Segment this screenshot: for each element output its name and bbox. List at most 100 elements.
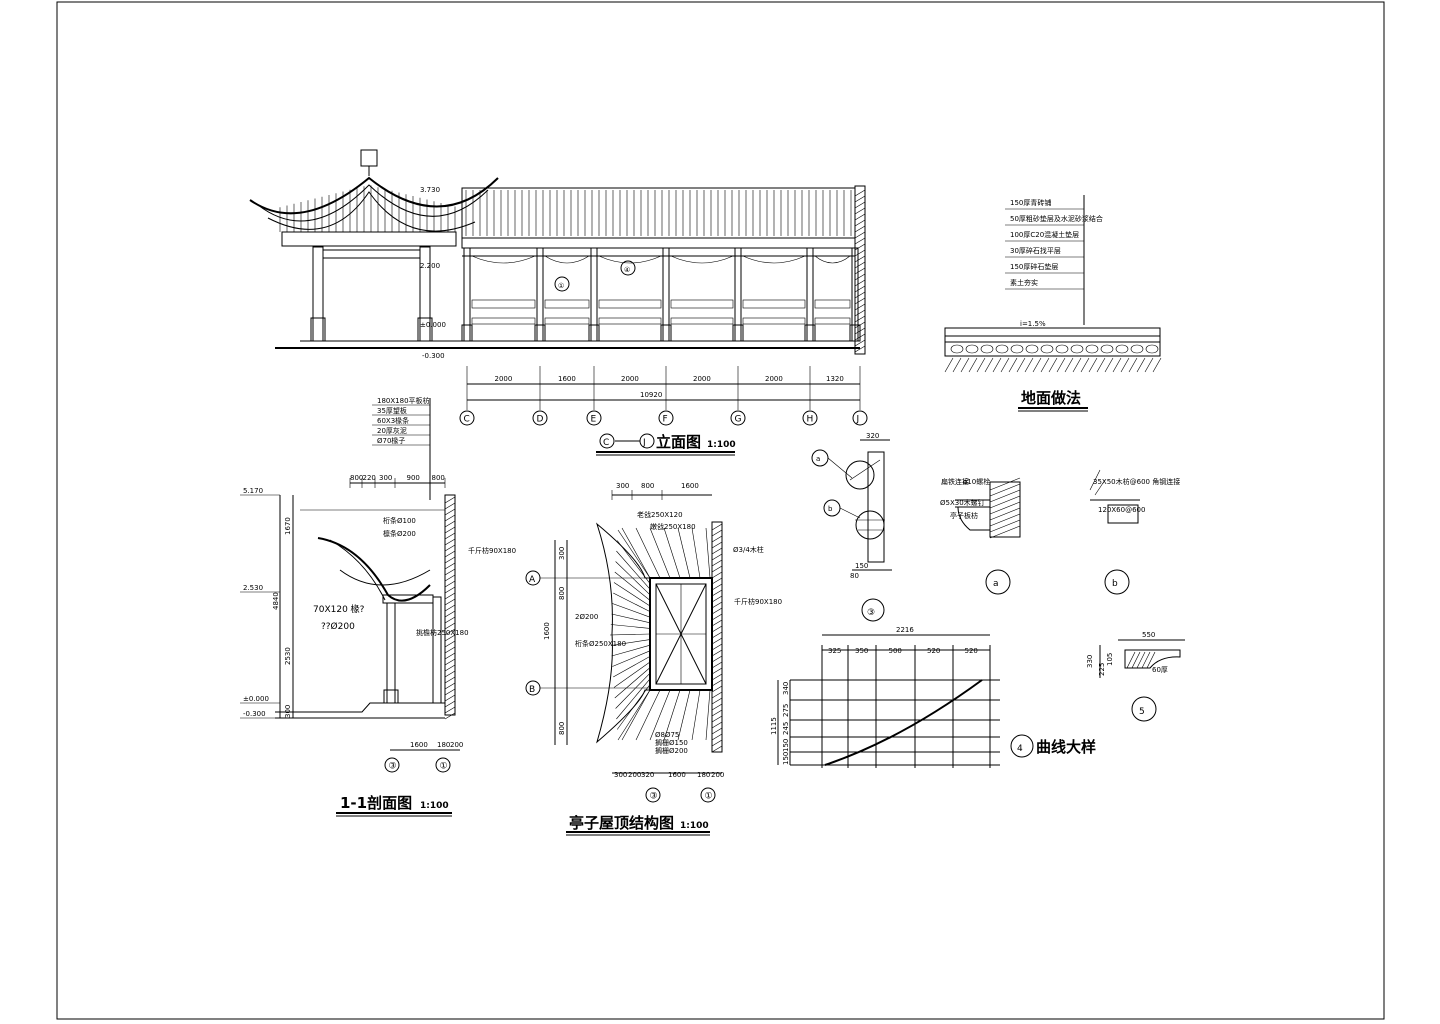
elev-level-top: 3.730 [420,186,440,194]
roof-label-5: 桁条Ø250X180 [575,639,626,648]
section-note-4: Ø70椽子 [377,436,405,445]
section-vdim-1: 2530 [284,647,292,665]
d3-callout-a: a [816,455,820,463]
section-top-dim-2: 300 [379,474,392,482]
section-top-dim-1: 220 [363,474,376,482]
floor-layer-0: 150厚青砖铺 [1010,198,1051,207]
section-note-1: 35厚望板 [377,406,407,415]
curve-line [824,679,983,766]
d5-dim-h: 330 [1086,655,1094,668]
elev-title-from: C [603,438,609,448]
section-level-3: -0.300 [243,710,266,718]
roof-label-0: 老戗250X120 [637,510,683,519]
section-note-3: 20厚灰泥 [377,426,407,435]
roof-title: 亭子屋顶结构图 [569,814,674,832]
elev-dim-2: 2000 [621,375,639,383]
roof-label-6: Ø8Ø75 [655,731,679,739]
section-note-2: 60X3椽条 [377,416,409,425]
d5-note: 60厚 [1152,666,1168,674]
curve-number: 4 [1017,744,1023,754]
section-vdim-2: 4840 [272,592,280,610]
curve-seg-1: 350 [855,647,868,655]
detail-3: 320 a b 150 80 ③ [811,432,892,622]
section-level-0: 5.170 [243,487,263,495]
d3-dim-2: 80 [850,572,859,580]
roof-grid-3: ③ [650,792,658,802]
roof-label-8: 搁栅Ø200 [655,746,688,755]
curve-seg-3: 520 [927,647,940,655]
curve-vdim-2: 275 [782,704,790,717]
d3-dim-1: 150 [855,562,868,570]
section-bottom-dim-1: 180 [437,741,450,749]
roof-bottom-dim-2: 320 [641,771,654,779]
detail-a-label: a [993,579,999,589]
roof-vdim-3: 800 [558,722,566,735]
roof-scale: 1:100 [680,821,709,831]
roof-bottom-dim-5: 200 [711,771,724,779]
elev-grid-c: C [464,415,470,425]
elev-grid-j: J [856,415,860,425]
section-level-1: 2.530 [243,584,263,592]
roof-bottom-dim-1: 200 [628,771,641,779]
floor-layer-2: 100厚C20混凝土垫层 [1010,230,1079,239]
roof-grid-1: ① [705,792,713,802]
elev-level-eave: 2.200 [420,262,440,270]
roof-bottom-dim-3: 1600 [668,771,686,779]
elev-grid-g: G [735,415,742,425]
section-label-3: 70X120 椽? [313,603,365,615]
section-vdim-3: 300 [284,705,292,718]
elev-dim-3: 2000 [693,375,711,383]
curve-vdim-total: 1115 [770,717,778,735]
elev-dim-1: 1600 [558,375,576,383]
section-level-2: ±0.000 [243,695,269,703]
elev-level-zero: ±0.000 [420,321,446,329]
section-label-1: 檩条Ø200 [383,529,416,538]
elev-grid-d: D [537,415,544,425]
elev-grid-h: H [807,415,814,425]
detail-a-note-3: 亭子板枋 [950,511,978,520]
roof-plan-outline [595,522,713,744]
elev-grid-e: E [591,415,597,425]
elev-dim-0: 2000 [495,375,513,383]
detail-a-note-0: 扁铁连接 [941,477,969,486]
section-label-2: 千斤枋90X180 [468,546,516,555]
elev-total-dim: 10920 [640,391,662,399]
detail-3-label: ③ [867,608,875,618]
section-grid-1: ① [440,762,448,772]
curve-seg-0: 325 [828,647,841,655]
d3-callout-b: b [828,505,833,513]
roof-vdim-1: 800 [558,587,566,600]
curve-vdim-5: 150 [782,752,790,765]
roof-grid-b: B [529,685,535,695]
d5-dim-a: 225 [1098,663,1106,676]
detail-a-note-1: ø10螺栓 [963,477,990,486]
section-label-0: 桁条Ø100 [383,516,416,525]
roof-label-1: 嫩戗250X180 [650,522,696,531]
detail-5-label: 5 [1139,707,1145,717]
detail-5: 550 60厚 330 225 105 5 [1086,631,1185,722]
pavilion-roof-curve [249,176,499,215]
curve-vdim-1: 340 [782,682,790,695]
d5-dim-b: 105 [1106,653,1114,666]
roof-top-dim-1: 800 [641,482,654,490]
curve-vdim-3: 245 [782,722,790,735]
floor-title: 地面做法 [1021,389,1081,407]
elev-level-ground: -0.300 [422,352,445,360]
detail-b-label: b [1112,579,1118,589]
curve-seg-2: 500 [889,647,902,655]
elev-callout-1: ① [558,282,564,290]
elev-scale: 1:100 [707,440,736,450]
elevation-view: ① ④ 3.730 2.200 ±0.000 -0.300 2000 1600 20… [249,149,868,456]
floor-layer-3: 30厚碎石找平层 [1010,246,1061,255]
section-bottom-dim-0: 1600 [410,741,428,749]
section-grid-3: ③ [389,762,397,772]
elev-title-to: J [642,438,646,448]
section-bottom-dim-2: 200 [450,741,463,749]
elev-callout-4: ④ [624,266,630,274]
roof-vdim-2: 300 [558,547,566,560]
floor-layer-5: 素土夯实 [1010,278,1038,287]
section-title: 1-1剖面图 [340,794,412,812]
